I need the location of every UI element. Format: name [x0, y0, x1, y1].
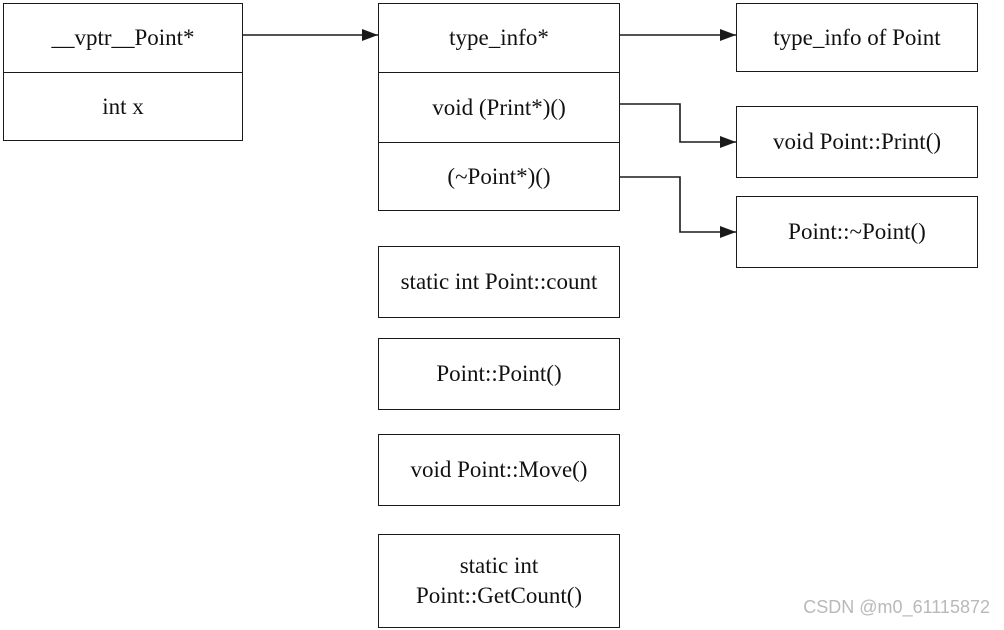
- vtable-print-slot: void (Print*)(): [379, 72, 619, 142]
- vptr-field: __vptr__Point*: [51, 25, 195, 50]
- object-layout-box: __vptr__Point* int x: [3, 3, 243, 141]
- vtable-destructor-slot: (~Point*)(): [379, 142, 619, 210]
- type-info-of-point-box: type_info of Point: [736, 3, 978, 72]
- vtable-type-info-slot: type_info*: [449, 25, 549, 50]
- static-count-box: static int Point::count: [378, 246, 620, 318]
- point-print-box: void Point::Print(): [736, 106, 978, 178]
- print-slot-arrow: [620, 103, 736, 148]
- constructor-box: Point::Point(): [378, 338, 620, 410]
- move-box: void Point::Move(): [378, 434, 620, 506]
- int-x-field: int x: [4, 72, 242, 140]
- csdn-watermark: CSDN @m0_61115872: [803, 597, 990, 617]
- point-destructor-box: Point::~Point(): [736, 196, 978, 268]
- destructor-slot-arrow: [620, 176, 736, 238]
- get-count-box: static int Point::GetCount(): [378, 534, 620, 628]
- vtable-box: type_info* void (Print*)() (~Point*)(): [378, 3, 620, 211]
